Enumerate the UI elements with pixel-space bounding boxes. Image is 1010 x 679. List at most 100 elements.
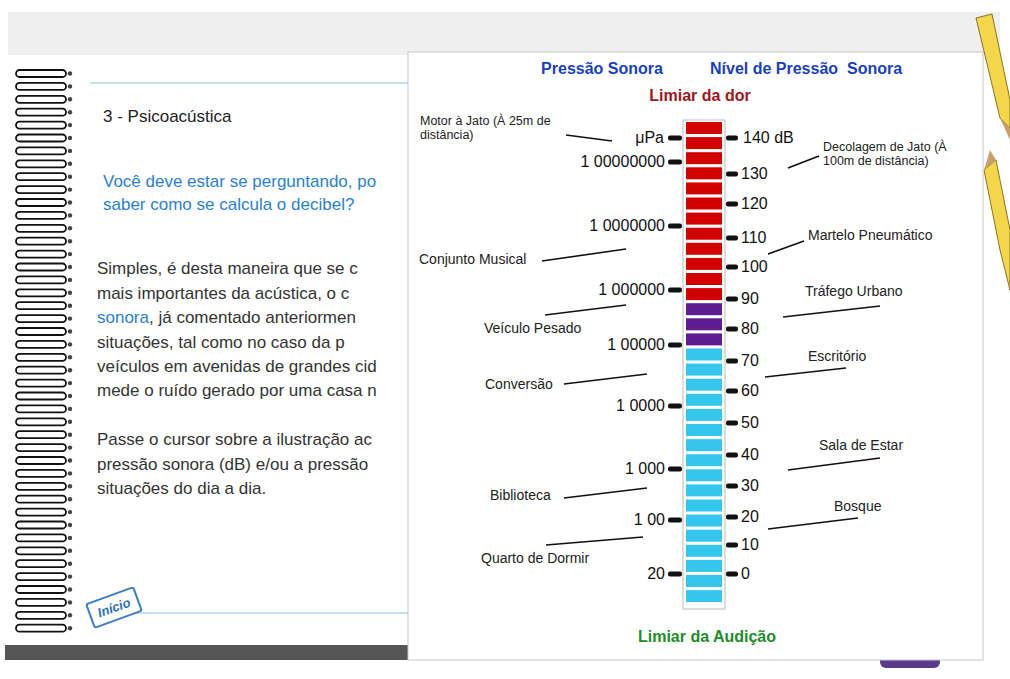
spiral-ring	[16, 522, 66, 529]
db-value: 10	[741, 535, 759, 554]
source-label: Escritório	[808, 348, 866, 365]
spiral-ring	[16, 470, 66, 477]
body-text: mais importantes da acústica, o c	[97, 284, 349, 304]
question-text: Você deve estar se perguntando, po	[103, 172, 376, 192]
ring-hole	[68, 213, 72, 217]
leader-line	[788, 458, 880, 470]
spiral-ring	[16, 625, 66, 632]
scale-bar	[686, 122, 722, 602]
spiral-ring	[16, 457, 66, 464]
spiral-ring	[16, 573, 66, 580]
ring-hole	[68, 252, 72, 256]
leader-line	[545, 305, 626, 315]
spiral-ring	[16, 431, 66, 438]
pencil-tip	[1000, 118, 1010, 140]
tick-mark	[726, 136, 738, 141]
db-value: 20	[741, 507, 759, 526]
scale-segment	[686, 469, 722, 481]
threshold-label: Limiar da Audição	[638, 627, 776, 646]
spiral-ring	[16, 122, 66, 129]
scale-segment	[686, 273, 722, 285]
ring-hole	[68, 562, 72, 566]
ring-hole	[68, 458, 72, 462]
tick-mark	[668, 518, 682, 523]
scale-segment	[686, 484, 722, 496]
leader-lines	[542, 135, 880, 545]
spiral-ring	[16, 302, 66, 309]
pressure-value: 1 0000000	[589, 216, 665, 235]
scale-segment	[686, 379, 722, 391]
tick-mark	[726, 327, 738, 332]
scale-segment	[686, 288, 722, 300]
spiral-ring	[16, 328, 66, 335]
ring-hole	[68, 239, 72, 243]
leader-line	[564, 374, 647, 384]
scale-segment	[686, 590, 722, 602]
column-heading: Pressão Sonora	[541, 59, 663, 78]
body-text: , já comentado anteriormen	[149, 308, 356, 328]
spiral-ring	[16, 276, 66, 283]
pressure-value: 1 00	[634, 510, 665, 529]
tick-mark	[668, 160, 682, 165]
ring-hole	[68, 110, 72, 114]
pressure-value: 1 00000	[607, 335, 665, 354]
spiral-ring	[16, 560, 66, 567]
pressure-value: 20	[647, 564, 665, 583]
tick-mark	[726, 236, 738, 241]
scale-segment	[686, 530, 722, 542]
tick-mark	[726, 389, 738, 394]
db-value: 30	[741, 476, 759, 495]
db-value: 0	[741, 564, 750, 583]
ring-hole	[68, 587, 72, 591]
spiral-ring	[16, 147, 66, 154]
ring-hole	[68, 497, 72, 501]
scale-segment	[686, 454, 722, 466]
spiral-ring	[16, 315, 66, 322]
spiral-ring	[16, 212, 66, 219]
ring-hole	[68, 84, 72, 88]
scale-segment	[686, 409, 722, 421]
ring-hole	[68, 278, 72, 282]
ring-hole	[68, 200, 72, 204]
spiral-ring	[16, 186, 66, 193]
ring-hole	[68, 626, 72, 630]
source-label: Veículo Pesado	[484, 320, 581, 337]
body-text: mede o ruído gerado por uma casa n	[97, 381, 377, 401]
ring-hole	[68, 613, 72, 617]
ring-hole	[68, 187, 72, 191]
db-value: 110	[741, 228, 767, 247]
ring-hole	[68, 536, 72, 540]
top-band	[8, 12, 1000, 55]
spiral-ring	[16, 367, 66, 374]
spiral-binding	[16, 70, 72, 632]
tick-mark	[668, 404, 682, 409]
tick-mark	[726, 265, 738, 270]
spiral-ring	[16, 444, 66, 451]
tick-mark	[726, 484, 738, 489]
ring-hole	[68, 523, 72, 527]
db-value: 120	[741, 194, 768, 213]
db-value: 140 dB	[743, 128, 794, 147]
scale-segment	[686, 243, 722, 255]
ring-hole	[68, 175, 72, 179]
spiral-ring	[16, 599, 66, 606]
ring-hole	[68, 549, 72, 553]
scale-segment	[686, 394, 722, 406]
leader-line	[546, 537, 643, 545]
ring-hole	[68, 304, 72, 308]
scale-segment	[686, 333, 722, 345]
leader-line	[783, 306, 880, 317]
pencil-tip	[984, 150, 996, 170]
ring-hole	[68, 149, 72, 153]
ring-hole	[68, 316, 72, 320]
scale-ticks	[668, 136, 738, 577]
ring-hole	[68, 265, 72, 269]
scale-segment	[686, 515, 722, 527]
tick-mark	[726, 359, 738, 364]
db-value: 90	[741, 289, 759, 308]
tick-mark	[726, 297, 738, 302]
scale-segment	[686, 167, 722, 179]
pressure-value: 1 0000	[616, 396, 665, 415]
tick-mark	[726, 453, 738, 458]
scale-segment	[686, 349, 722, 361]
